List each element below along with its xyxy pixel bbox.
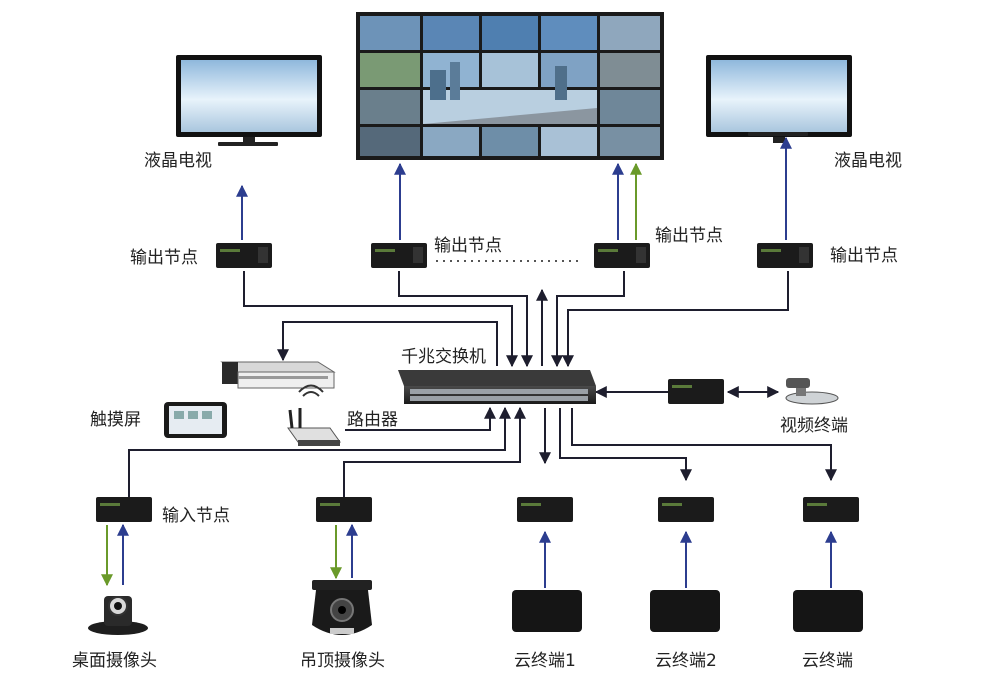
link-switch-cloud2 xyxy=(559,408,692,482)
label-switch: 千兆交换机 xyxy=(401,347,486,367)
label-output-node-4: 输出节点 xyxy=(830,246,898,266)
link-input1-switch xyxy=(128,406,511,497)
label-router: 路由器 xyxy=(347,410,398,430)
link-switch-controller xyxy=(277,321,498,366)
output-node-3 xyxy=(594,243,650,268)
control-host xyxy=(220,361,336,389)
link-output1-switch xyxy=(243,271,518,368)
router-device xyxy=(287,384,341,446)
label-output-node-3: 输出节点 xyxy=(655,226,723,246)
output-node-1 xyxy=(216,243,272,268)
label-lcd-right: 液晶电视 xyxy=(834,151,902,171)
input-node-2 xyxy=(316,497,372,522)
output-node-2 xyxy=(371,243,427,268)
input-node-1 xyxy=(96,497,152,522)
display-arrows xyxy=(236,136,792,240)
output-node-4 xyxy=(757,243,813,268)
label-cloud-terminal-2: 云终端2 xyxy=(655,651,717,671)
lcd-tv-left xyxy=(176,55,322,146)
cloud-node-2 xyxy=(658,497,714,522)
gigabit-switch xyxy=(398,370,596,404)
label-output-node-1: 输出节点 xyxy=(130,248,198,268)
touch-screen-device xyxy=(164,402,227,438)
cloud-terminal-2-device xyxy=(650,590,720,632)
video-terminal-node xyxy=(668,379,724,404)
camera-arrows xyxy=(101,523,358,587)
label-output-node-2: 输出节点 xyxy=(434,236,502,256)
video-terminal-device xyxy=(785,378,839,405)
link-router-switch xyxy=(345,406,496,431)
lcd-tv-right xyxy=(706,55,852,143)
desktop-camera-device xyxy=(88,596,148,635)
link-switch-cloud3 xyxy=(571,408,837,482)
link-output2-switch xyxy=(398,271,533,368)
link-input2-switch xyxy=(343,406,526,497)
link-output3-switch xyxy=(551,271,625,368)
video-wall xyxy=(356,12,664,160)
label-cloud-terminal-3: 云终端 xyxy=(802,651,853,671)
ceiling-camera-device xyxy=(312,580,372,635)
links xyxy=(128,271,837,588)
cloud-terminal-3-device xyxy=(793,590,863,632)
label-input-node: 输入节点 xyxy=(162,506,230,526)
cloud-node-1 xyxy=(517,497,573,522)
cloud-terminal-1-device xyxy=(512,590,582,632)
label-desktop-camera: 桌面摄像头 xyxy=(72,651,157,671)
label-cloud-terminal-1: 云终端1 xyxy=(514,651,576,671)
label-video-terminal: 视频终端 xyxy=(780,416,848,436)
link-output4-switch xyxy=(562,271,789,368)
label-ceiling-camera: 吊顶摄像头 xyxy=(300,651,385,671)
cloud-node-3 xyxy=(803,497,859,522)
label-lcd-left: 液晶电视 xyxy=(144,151,212,171)
label-touch-screen: 触摸屏 xyxy=(90,410,141,430)
